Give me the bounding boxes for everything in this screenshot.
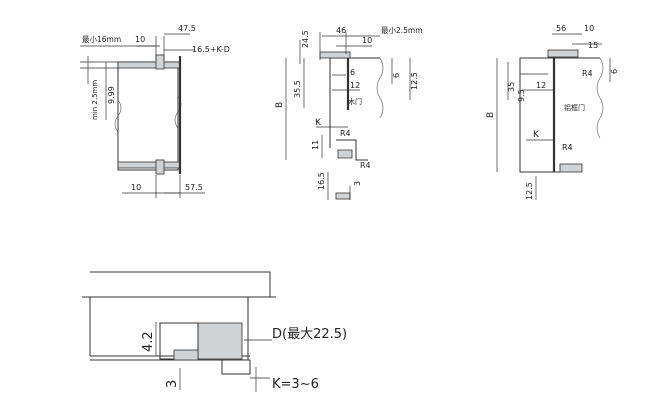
label-dim-10-top: 10: [135, 35, 145, 44]
label-dim-11: 11: [311, 140, 320, 150]
label-r4-a: R4: [340, 129, 351, 138]
label-dim-15: 15: [588, 41, 598, 50]
label-dim-16-5-k-d: 16.5+K-D: [192, 45, 230, 54]
label-alu-door: 铝框门: [564, 103, 585, 112]
label-dim-12-5: 12.5: [410, 72, 419, 90]
drawing-overlay-cross-section: 最小16mm 10 47.5 16.5+K-D min 2.5mm 9.99 1…: [80, 24, 230, 198]
label-k: K: [533, 130, 540, 140]
label-d-max: D(最大22.5): [272, 327, 347, 342]
label-dim-6-a: 6: [350, 68, 355, 77]
label-k-range: K=3~6: [272, 377, 319, 392]
label-dim-24-5: 24.5: [301, 30, 310, 48]
label-dim-9-5: 9.5: [517, 89, 526, 102]
label-dim-9-99: 9.99: [107, 86, 116, 104]
label-dim-16-5: 16.5: [317, 172, 326, 190]
label-dim-47-5: 47.5: [178, 24, 196, 33]
label-dim-6: 6: [610, 69, 619, 74]
label-b: B: [275, 102, 285, 108]
label-k: K: [315, 118, 322, 128]
drawing-plan-view: 4.2 D(最大22.5) 3 K=3~6: [82, 271, 347, 392]
label-r4-bottom: R4: [562, 143, 573, 152]
label-dim-10: 10: [362, 36, 372, 45]
label-min-2-5: min 2.5mm: [91, 80, 99, 120]
label-dim-10: 10: [584, 24, 594, 33]
label-dim-35-5: 35.5: [293, 80, 302, 98]
label-r4-b: R4: [360, 161, 371, 170]
label-dim-35: 35: [507, 82, 516, 92]
label-dim-57-5: 57.5: [185, 183, 203, 192]
label-dim-3: 3: [353, 181, 362, 186]
label-b: B: [486, 112, 496, 118]
label-dim-4-2: 4.2: [141, 331, 156, 352]
label-dim-10-bottom: 10: [131, 183, 141, 192]
drawing-wood-door-section: 24.5 46 10 最小2.5mm 35.5 6 12 6 12.5 木门 B…: [275, 26, 423, 200]
label-wood-door: 木门: [348, 97, 362, 106]
label-dim-3: 3: [165, 380, 180, 388]
label-dim-12-5: 12.5: [525, 182, 534, 200]
label-r4-top: R4: [582, 69, 593, 78]
drawing-aluminium-door-section: 56 10 15 R4 6 35 9.5 12 铝框门 B K R4 12.5: [486, 24, 619, 200]
label-min-2-5: 最小2.5mm: [381, 26, 423, 35]
label-dim-12: 12: [536, 81, 546, 90]
label-dim-56: 56: [556, 24, 566, 33]
label-dim-12: 12: [350, 81, 360, 90]
label-dim-6-b: 6: [392, 73, 401, 78]
label-dim-46: 46: [336, 26, 346, 35]
label-min-cover: 最小16mm: [82, 35, 121, 44]
